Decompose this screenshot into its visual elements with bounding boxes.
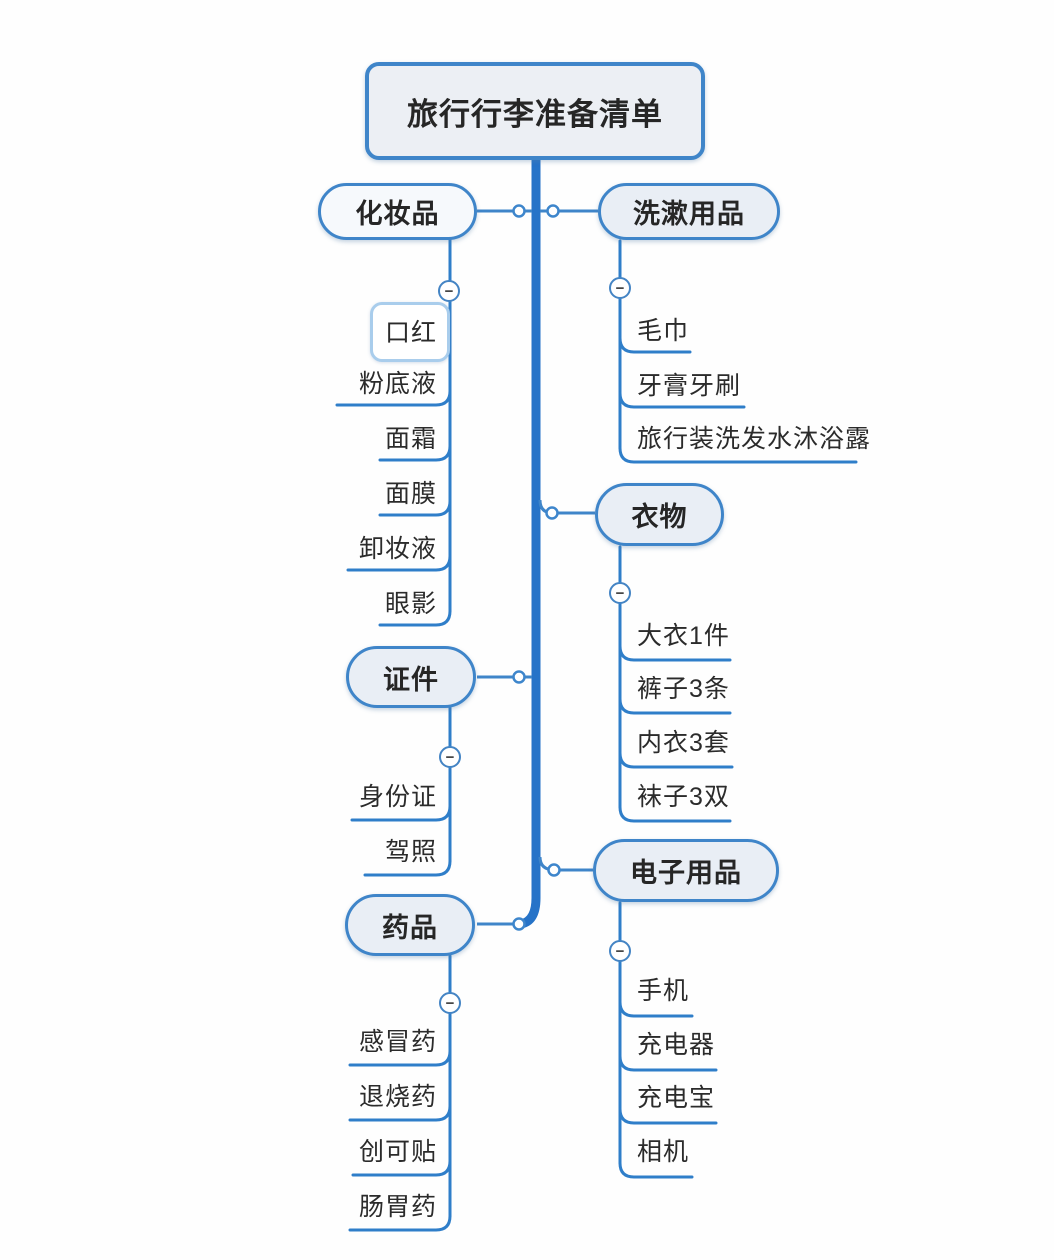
- collapse-icon-clothing[interactable]: −: [609, 582, 631, 604]
- item-underwear[interactable]: 内衣3套: [637, 729, 730, 757]
- selected-item-highlight: [370, 302, 450, 362]
- underline-id-card: [350, 804, 452, 822]
- item-face-mask[interactable]: 面膜: [384, 480, 437, 508]
- item-band-aid[interactable]: 创可贴: [358, 1138, 437, 1166]
- collapse-icon-electronics[interactable]: −: [609, 940, 631, 962]
- item-phone[interactable]: 手机: [637, 977, 690, 1005]
- branch-node-toiletries[interactable]: 洗漱用品: [598, 183, 780, 240]
- item-cold-medicine[interactable]: 感冒药: [358, 1028, 437, 1056]
- underline-eyeshadow: [378, 609, 452, 627]
- underline-foundation: [335, 389, 452, 407]
- item-pants[interactable]: 裤子3条: [637, 675, 730, 703]
- connector-dot: [512, 917, 526, 931]
- item-stomach-medicine[interactable]: 肠胃药: [358, 1193, 437, 1221]
- item-fever-medicine[interactable]: 退烧药: [358, 1083, 437, 1111]
- underline-underwear: [618, 751, 734, 769]
- item-coat[interactable]: 大衣1件: [637, 622, 730, 650]
- item-travel-shampoo[interactable]: 旅行装洗发水沐浴露: [637, 425, 872, 453]
- item-makeup-remover[interactable]: 卸妆液: [358, 535, 437, 563]
- underline-face-mask: [378, 499, 452, 517]
- underline-towel: [618, 336, 692, 354]
- connector-dot: [546, 204, 560, 218]
- branch-node-medicine[interactable]: 药品: [345, 894, 475, 956]
- root-node[interactable]: 旅行行李准备清单: [365, 62, 705, 160]
- collapse-icon-toiletries[interactable]: −: [609, 277, 631, 299]
- item-socks[interactable]: 袜子3双: [637, 783, 730, 811]
- item-eyeshadow[interactable]: 眼影: [384, 590, 437, 618]
- branch-node-cosmetics[interactable]: 化妆品: [318, 183, 477, 240]
- branch-label: 化妆品: [355, 199, 440, 229]
- item-charger[interactable]: 充电器: [637, 1031, 716, 1059]
- underline-camera: [618, 1161, 694, 1179]
- trunk-line: [519, 160, 541, 929]
- underline-cold-medicine: [348, 1049, 452, 1067]
- underline-toothpaste: [618, 391, 746, 409]
- branch-node-electronics[interactable]: 电子用品: [593, 839, 779, 902]
- root-label: 旅行行李准备清单: [407, 96, 663, 132]
- underline-drivers-license: [363, 859, 452, 877]
- collapse-icon-cosmetics[interactable]: −: [438, 280, 460, 302]
- item-camera[interactable]: 相机: [637, 1138, 690, 1166]
- underline-makeup-remover: [346, 554, 452, 572]
- connector-dot: [547, 863, 561, 877]
- collapse-icon-medicine[interactable]: −: [439, 992, 461, 1014]
- underline-coat: [618, 644, 732, 662]
- underline-travel-shampoo: [618, 446, 858, 464]
- connector-dot: [512, 670, 526, 684]
- item-power-bank[interactable]: 充电宝: [637, 1084, 716, 1112]
- underline-fever-medicine: [348, 1104, 452, 1122]
- branch-label: 药品: [382, 912, 438, 943]
- item-lipstick[interactable]: 口红: [384, 319, 437, 347]
- connector-dot: [512, 204, 526, 218]
- item-toothpaste-toothbrush[interactable]: 牙膏牙刷: [637, 372, 742, 400]
- branch-label: 衣物: [631, 502, 688, 532]
- branch-node-documents[interactable]: 证件: [346, 646, 476, 708]
- branch-label: 电子用品: [630, 858, 742, 888]
- item-face-cream[interactable]: 面霜: [384, 425, 437, 453]
- connector-dot: [545, 506, 559, 520]
- branch-label: 洗漱用品: [633, 199, 745, 229]
- item-towel[interactable]: 毛巾: [637, 317, 690, 345]
- collapse-icon-documents[interactable]: −: [439, 746, 461, 768]
- underline-charger: [618, 1054, 718, 1072]
- item-id-card[interactable]: 身份证: [358, 783, 437, 811]
- underline-power-bank: [618, 1107, 718, 1125]
- branch-node-clothing[interactable]: 衣物: [595, 483, 724, 546]
- underline-stomach-medicine: [348, 1214, 452, 1232]
- underline-pants: [618, 697, 732, 715]
- underline-phone: [618, 1000, 694, 1018]
- underline-band-aid: [351, 1159, 452, 1177]
- underline-socks: [618, 805, 732, 823]
- underline-face-cream: [378, 444, 452, 462]
- branch-label: 证件: [383, 664, 439, 695]
- item-foundation[interactable]: 粉底液: [358, 370, 437, 398]
- item-drivers-license[interactable]: 驾照: [384, 838, 437, 866]
